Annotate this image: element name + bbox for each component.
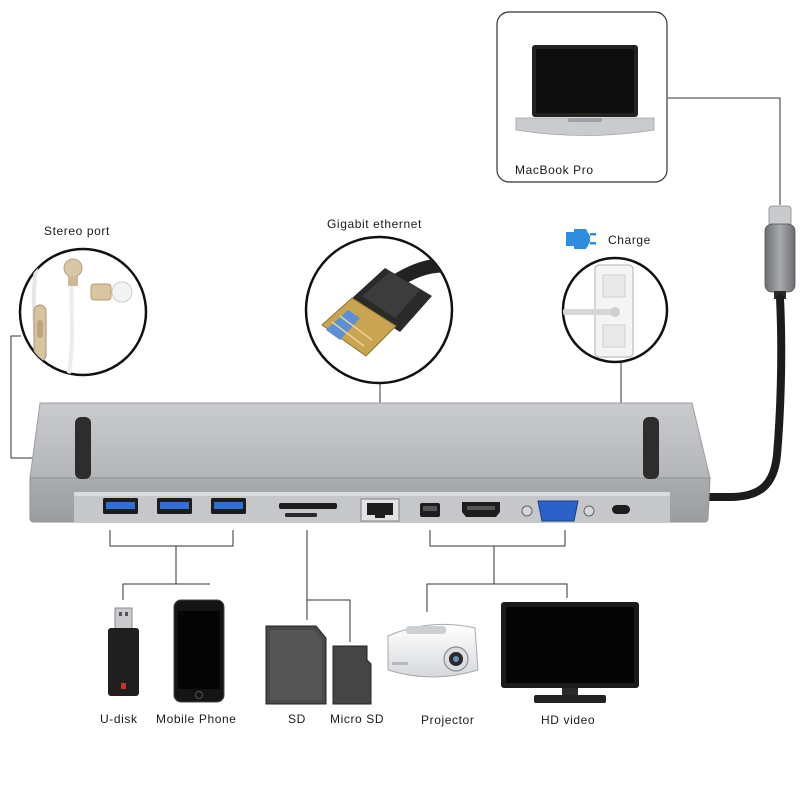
macbook-box [496, 11, 668, 183]
ethernet-callout [304, 235, 454, 385]
monitor-icon [501, 602, 639, 703]
projector-label: Projector [421, 713, 475, 727]
mini-dp-port [420, 503, 440, 517]
ethernet-plug-icon [321, 258, 452, 357]
stereo-port-callout [18, 247, 148, 377]
power-plug-icon [566, 229, 596, 249]
charge-label: Charge [608, 233, 651, 247]
usb-a-port [211, 498, 246, 514]
micro-sd-icon [332, 645, 372, 705]
charge-callout [561, 256, 669, 364]
ethernet-port [360, 498, 400, 522]
sd-card-icon [265, 625, 327, 705]
card-slots [279, 503, 337, 517]
usbc-cable-icon [704, 205, 796, 501]
vga-port [521, 500, 595, 522]
mobile-phone-label: Mobile Phone [156, 712, 237, 726]
usb-a-port [103, 498, 138, 514]
smartphone-icon [173, 599, 225, 703]
macbook-label: MacBook Pro [515, 163, 594, 177]
usb-drive-icon [108, 607, 139, 696]
hdmi-port [462, 502, 500, 517]
udisk-label: U-disk [100, 712, 138, 726]
connector-lines [10, 97, 781, 642]
micro-sd-label: Micro SD [330, 712, 385, 726]
laptop-icon [515, 45, 655, 136]
usb-c-port [612, 505, 630, 514]
ethernet-label: Gigabit ethernet [327, 217, 422, 231]
usb-hub [29, 402, 711, 523]
sd-label: SD [288, 712, 306, 726]
stereo-port-label: Stereo port [44, 224, 110, 238]
hd-video-label: HD video [541, 713, 596, 727]
usb-a-port [157, 498, 192, 514]
projector-icon [387, 623, 479, 678]
